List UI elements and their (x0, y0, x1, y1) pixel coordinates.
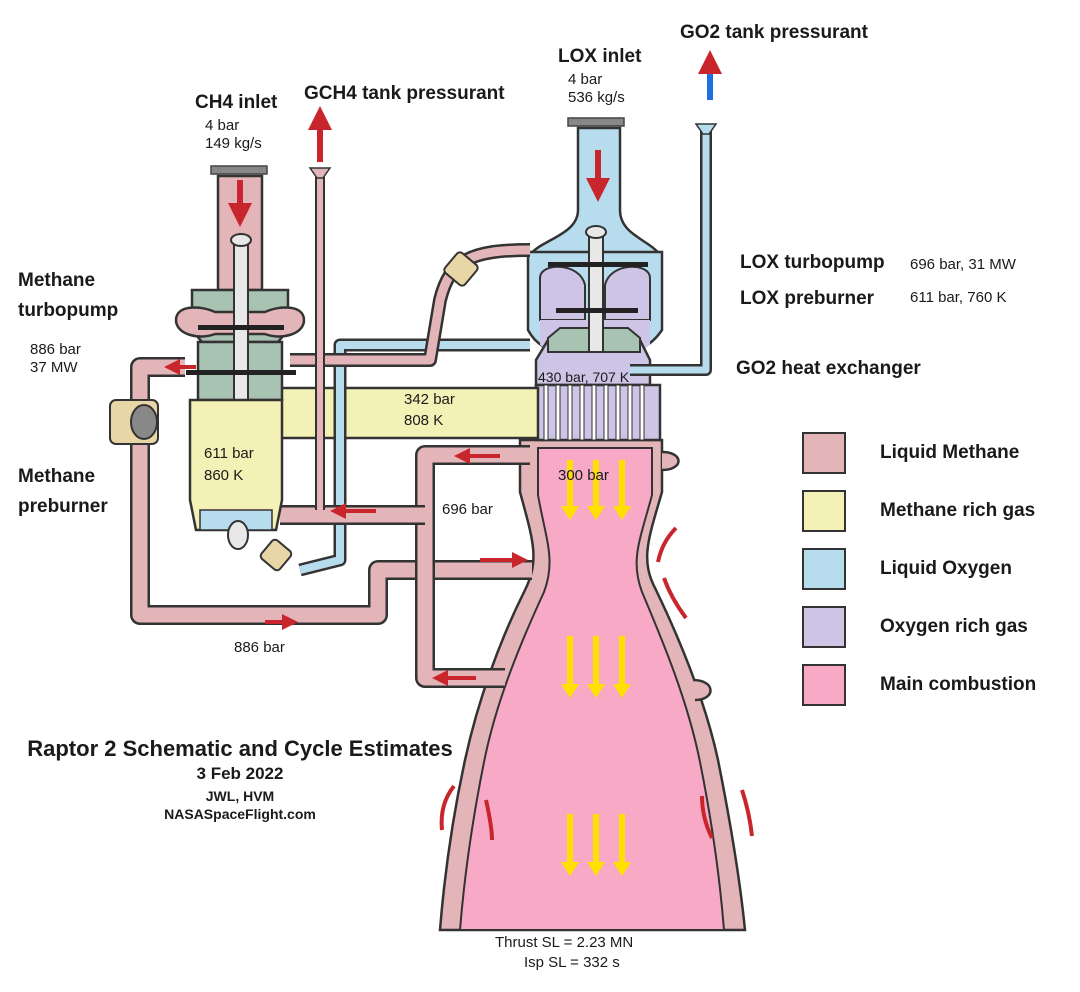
legend-swatch (802, 490, 846, 532)
methane-turbopump-power: 37 MW (30, 359, 78, 376)
legend-swatch (802, 606, 846, 648)
lox-inlet-pressure: 4 bar (568, 71, 603, 88)
legend-swatch (802, 548, 846, 590)
legend-item: Liquid Oxygen (802, 548, 1072, 594)
gch4-pressurant-label: GCH4 tank pressurant (304, 83, 505, 104)
fuel-rich-gas-duct (266, 386, 540, 440)
title-block: Raptor 2 Schematic and Cycle Estimates 3… (20, 736, 460, 822)
lox-turbopump-spec: 696 bar, 31 MW (910, 256, 1016, 273)
fuel-preburner-temp: 860 K (204, 467, 244, 484)
lox-inlet-label: LOX inlet (558, 46, 642, 67)
lox-turbopump-label: LOX turbopump (740, 252, 885, 273)
legend-label: Oxygen rich gas (880, 616, 1028, 637)
heat-exchanger-tubes (543, 384, 645, 441)
diagram-authors: JWL, HVM (205, 788, 275, 804)
valves (109, 251, 479, 572)
methane-preburner-label-line2: preburner (18, 496, 108, 517)
legend-item: Liquid Methane (802, 432, 1072, 478)
methane-turbopump-label-line1: Methane (18, 270, 96, 291)
methane-turbopump-label-line2: turbopump (18, 300, 119, 321)
fuel-gas-temp: 808 K (404, 412, 444, 429)
lox-preburner-spec: 611 bar, 760 K (910, 289, 1007, 306)
thrust-label: Thrust SL = 2.23 MN (495, 934, 634, 951)
methane-preburner (188, 398, 284, 550)
cooling-line-pressure: 696 bar (442, 501, 493, 518)
legend-label: Main combustion (880, 674, 1037, 695)
ch4-inlet-pressure: 4 bar (205, 117, 240, 134)
ch4-inlet-label: CH4 inlet (195, 92, 278, 113)
isp-label: Isp SL = 332 s (524, 954, 620, 971)
flow-arrows (164, 50, 754, 876)
legend-item: Main combustion (802, 664, 1072, 710)
lox-preburner-label: LOX preburner (740, 288, 875, 309)
fuel-gas-pressure: 342 bar (404, 391, 455, 408)
fuel-main-line-pressure: 886 bar (234, 639, 285, 656)
go2-heat-exchanger-label: GO2 heat exchanger (736, 358, 921, 379)
legend-swatch (802, 664, 846, 706)
legend-item: Oxygen rich gas (802, 606, 1072, 652)
legend-item: Methane rich gas (802, 490, 1072, 536)
methane-turbopump-pressure: 886 bar (30, 341, 81, 358)
legend-label: Methane rich gas (880, 500, 1036, 521)
legend-label: Liquid Oxygen (880, 558, 1012, 579)
chamber-pressure: 300 bar (558, 467, 609, 484)
lox-system (526, 117, 718, 442)
diagram-date: 3 Feb 2022 (196, 764, 284, 783)
ox-turbine-exhaust-label: 430 bar, 707 K (538, 369, 630, 385)
legend-swatch (802, 432, 846, 474)
lox-inlet-flow: 536 kg/s (568, 89, 625, 106)
diagram-title: Raptor 2 Schematic and Cycle Estimates (27, 736, 453, 761)
fuel-preburner-pressure: 611 bar (204, 445, 254, 462)
ch4-inlet-flow: 149 kg/s (205, 135, 262, 152)
methane-preburner-label-line1: Methane (18, 466, 96, 487)
go2-pressurant-label: GO2 tank pressurant (680, 22, 868, 43)
legend-label: Liquid Methane (880, 442, 1020, 463)
diagram-site: NASASpaceFlight.com (164, 806, 316, 822)
